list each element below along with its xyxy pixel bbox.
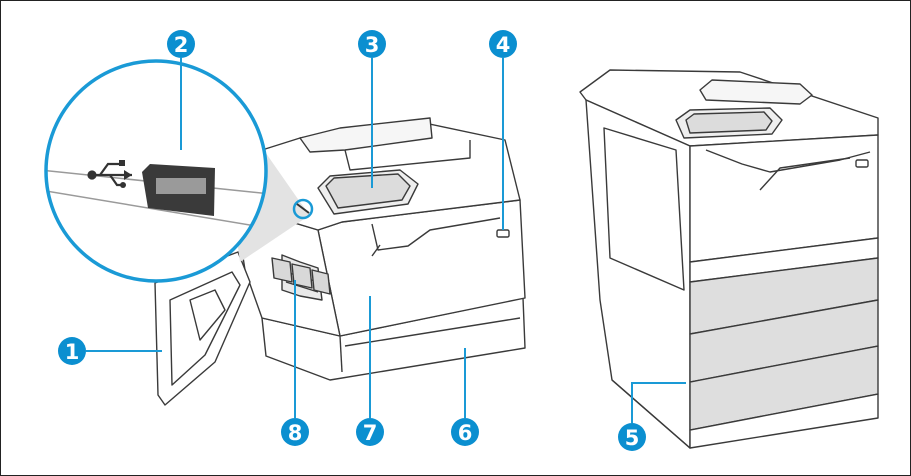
- svg-text:4: 4: [496, 33, 511, 57]
- cartridge-slot-8: [271, 257, 293, 283]
- callout-5: 5: [618, 423, 646, 451]
- callout-7: 7: [356, 418, 384, 446]
- usb-location-ring: [292, 198, 314, 220]
- usb-icon: [87, 160, 132, 188]
- leader-lines: [86, 58, 686, 423]
- svg-text:3: 3: [365, 33, 380, 57]
- callout-1: 1: [58, 337, 86, 365]
- usb-zoom-detail: [44, 59, 314, 283]
- printer-left: [154, 117, 526, 406]
- callout-2: 2: [167, 30, 195, 58]
- svg-text:2: 2: [174, 33, 189, 57]
- printer-right: [579, 69, 879, 449]
- svg-text:8: 8: [288, 421, 303, 445]
- leader-5: [631, 382, 686, 423]
- svg-text:7: 7: [363, 421, 378, 445]
- svg-text:1: 1: [65, 340, 80, 364]
- callout-6: 6: [451, 418, 479, 446]
- cartridge-door-1: [154, 251, 251, 406]
- power-button-4: [496, 229, 510, 238]
- svg-text:5: 5: [625, 426, 640, 450]
- callout-3: 3: [358, 30, 386, 58]
- callout-8: 8: [281, 418, 309, 446]
- callout-4: 4: [489, 30, 517, 58]
- svg-text:6: 6: [458, 421, 473, 445]
- zoom-ring: [44, 59, 268, 283]
